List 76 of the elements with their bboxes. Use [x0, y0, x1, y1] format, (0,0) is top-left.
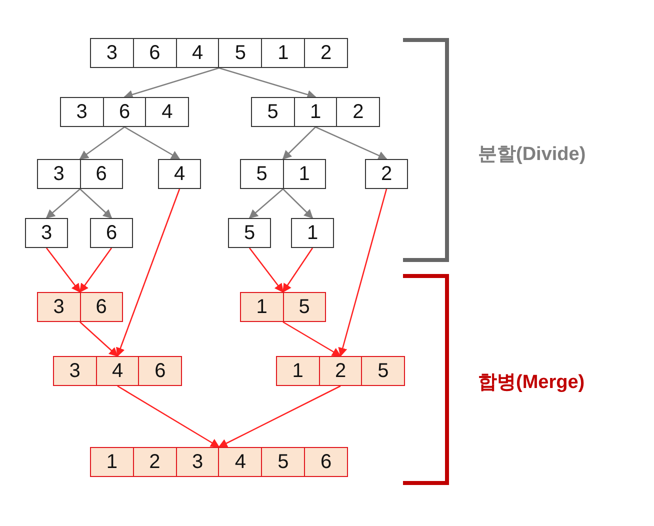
array-cell: 4 — [145, 98, 188, 126]
arrow — [79, 248, 112, 293]
section-label: 분할(Divide) — [478, 143, 586, 167]
array-cell-text: 3 — [105, 40, 118, 66]
array-cell: 3 — [176, 448, 218, 476]
array-box — [240, 292, 326, 322]
array-cell-text: 4 — [172, 162, 186, 186]
array-cell: 5 — [261, 448, 304, 476]
array-box — [37, 159, 123, 189]
arrow — [124, 126, 180, 160]
array-box — [276, 356, 405, 386]
array-cell-text: 3 — [40, 220, 54, 246]
array-box — [228, 218, 271, 248]
arrow — [46, 248, 81, 293]
array-cell: 2 — [318, 357, 362, 385]
array-box — [90, 218, 133, 248]
arrow — [315, 126, 388, 160]
array-box — [291, 218, 334, 248]
array-box — [251, 97, 380, 127]
array-cell: 4 — [218, 448, 262, 476]
arrow — [79, 126, 125, 160]
array-cell: 2 — [304, 39, 347, 67]
arrow — [248, 248, 284, 293]
array-box — [25, 218, 68, 248]
array-cell: 4 — [96, 357, 138, 385]
array-cell: 6 — [304, 448, 347, 476]
array-cell-text: 3 — [52, 294, 66, 320]
array-cell-text: 1 — [255, 294, 268, 320]
array-cell-text: 5 — [266, 100, 280, 124]
array-cell: 6 — [80, 293, 122, 321]
array-cell: 6 — [102, 98, 146, 126]
array-cell: 5 — [282, 293, 325, 321]
array-cell-text: 5 — [255, 162, 268, 186]
array-cell: 1 — [261, 39, 304, 67]
arrow — [282, 126, 316, 160]
array-cell-text: 3 — [75, 100, 88, 124]
array-cell-text: 5 — [242, 220, 256, 246]
array-cell: 5 — [361, 357, 404, 385]
array-cell: 6 — [132, 39, 176, 67]
arrow — [218, 67, 316, 99]
array-cell: 5 — [218, 39, 262, 67]
arrow — [124, 67, 220, 99]
array-cell-text: 3 — [52, 162, 66, 186]
arrow — [46, 188, 80, 219]
array-cell: 2 — [132, 448, 176, 476]
array-cell: 2 — [336, 98, 380, 126]
arrow — [248, 188, 284, 219]
arrow — [282, 188, 314, 219]
arrow — [80, 188, 112, 219]
array-box — [53, 356, 182, 386]
arrow — [117, 385, 220, 448]
array-cell-text: 1 — [306, 220, 320, 246]
arrow — [218, 385, 341, 448]
arrow — [338, 188, 388, 357]
arrow — [282, 248, 314, 293]
array-cell: 1 — [282, 160, 325, 188]
section-label: 합병(Merge) — [478, 371, 585, 395]
array-cell-text: 1 — [105, 450, 118, 474]
arrow — [116, 188, 180, 357]
arrow — [80, 322, 118, 357]
array-box — [60, 97, 189, 127]
array-cell-text: 3 — [68, 358, 82, 384]
array-cell-text: 6 — [104, 220, 118, 246]
array-cell: 1 — [294, 98, 336, 126]
array-box — [240, 159, 326, 189]
array-cell: 4 — [176, 39, 218, 67]
array-box — [158, 159, 201, 189]
array-box — [37, 292, 123, 322]
array-box — [365, 159, 408, 189]
array-box — [90, 447, 348, 477]
array-box — [90, 38, 348, 68]
arrow — [282, 321, 342, 357]
array-cell-text: 2 — [380, 162, 394, 186]
array-cell: 6 — [138, 357, 182, 385]
array-cell: 6 — [80, 160, 122, 188]
array-cell-text: 1 — [291, 358, 304, 384]
